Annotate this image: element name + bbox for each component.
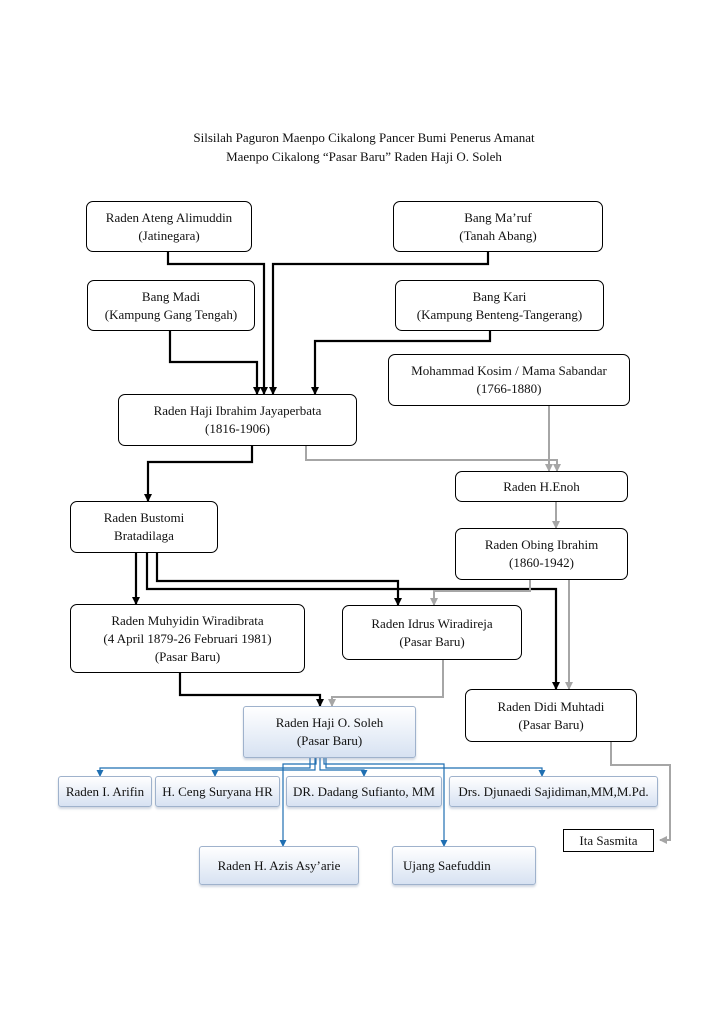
node-sub: (1816-1906) — [205, 421, 270, 436]
node-drs-djunaedi-sajidiman: Drs. Djunaedi Sajidiman,MM,M.Pd. — [449, 776, 658, 807]
node-name: Raden Didi Muhtadi — [497, 698, 605, 714]
line-soleh-arifin — [96, 758, 311, 777]
line-bustomi-didi — [145, 553, 560, 690]
node-sub: (Tanah Abang) — [459, 227, 537, 243]
node-name: Raden H. Azis Asy’arie — [217, 857, 341, 873]
node-ita-sasmita: Ita Sasmita — [563, 829, 654, 852]
node-sub: Bratadilaga — [114, 528, 174, 543]
line-maruf-ibrahim — [269, 252, 490, 395]
node-sub: (Pasar Baru) — [399, 633, 465, 649]
node-sub: (Jatinegara) — [138, 227, 200, 243]
node-raden-h-enoh: Raden H.Enoh — [455, 471, 628, 502]
node-mohammad-kosim: Mohammad Kosim / Mama Sabandar (1766-188… — [388, 354, 630, 406]
node-name: Raden I. Arifin — [65, 783, 145, 799]
node-raden-didi-muhtadi: Raden Didi Muhtadi (Pasar Baru) — [465, 689, 637, 742]
title-line-2: Maenpo Cikalong “Pasar Baru” Raden Haji … — [226, 149, 502, 164]
node-bang-madi: Bang Madi (Kampung Gang Tengah) — [87, 280, 255, 331]
node-raden-ateng-alimuddin: Raden Ateng Alimuddin (Jatinegara) — [86, 201, 252, 252]
line-soleh-ceng — [211, 758, 316, 777]
node-name: DR. Dadang Sufianto, MM — [293, 783, 435, 799]
title-line-1: Silsilah Paguron Maenpo Cikalong Pancer … — [193, 130, 535, 145]
node-raden-haji-ibrahim-jayaperbata: Raden Haji Ibrahim Jayaperbata (1816-190… — [118, 394, 357, 446]
line-idrus-soleh — [328, 660, 444, 707]
node-sub: (4 April 1879-26 Februari 1981) — [103, 630, 272, 646]
line-ibrahim-bustomi — [144, 446, 254, 502]
line-madi-ibrahim — [168, 331, 261, 395]
node-raden-haji-o-soleh: Raden Haji O. Soleh (Pasar Baru) — [243, 706, 416, 758]
line-bustomi-idrus — [155, 553, 402, 606]
node-raden-idrus-wiradireja: Raden Idrus Wiradireja (Pasar Baru) — [342, 605, 522, 660]
node-name: Raden H.Enoh — [503, 478, 580, 494]
node-name: Raden Muhyidin Wiradibrata — [111, 612, 264, 628]
line-soleh-dadang — [319, 758, 368, 777]
line-ateng-ibrahim — [166, 252, 268, 395]
line-obing-idrus — [430, 580, 531, 606]
node-name: Raden Haji Ibrahim Jayaperbata — [153, 403, 322, 418]
node-bang-maruf: Bang Ma’ruf (Tanah Abang) — [393, 201, 603, 252]
node-raden-muhyidin-wiradibrata: Raden Muhyidin Wiradibrata (4 April 1879… — [70, 604, 305, 673]
line-ibrahim-enoh — [305, 446, 561, 472]
node-sub: (Kampung Benteng-Tangerang) — [416, 306, 583, 322]
line-muhyidin-soleh — [178, 673, 324, 707]
node-sub: (Kampung Gang Tengah) — [104, 306, 238, 322]
node-name: Drs. Djunaedi Sajidiman,MM,M.Pd. — [458, 783, 649, 799]
node-name: Bang Kari — [472, 288, 527, 304]
node-raden-h-azis-asyarie: Raden H. Azis Asy’arie — [199, 846, 359, 885]
node-name: Raden Idrus Wiradireja — [371, 615, 493, 631]
node-name: Raden Obing Ibrahim — [484, 537, 599, 552]
node-h-ceng-suryana-hr: H. Ceng Suryana HR — [155, 776, 280, 807]
node-name: Bang Madi — [141, 288, 201, 304]
line-soleh-ujang — [323, 758, 448, 847]
node-ujang-saefuddin: Ujang Saefuddin — [392, 846, 536, 885]
node-dr-dadang-sufianto: DR. Dadang Sufianto, MM — [286, 776, 442, 807]
node-sub: (1860-1942) — [509, 555, 574, 570]
line-soleh-azis — [279, 758, 317, 847]
node-name: Ujang Saefuddin — [403, 857, 491, 873]
node-name: Bang Ma’ruf — [464, 209, 532, 225]
node-name: Raden Bustomi — [103, 510, 185, 525]
line-soleh-djunaedi — [325, 758, 546, 777]
node-raden-i-arifin: Raden I. Arifin — [58, 776, 152, 807]
node-raden-bustomi-bratadilaga: Raden Bustomi Bratadilaga — [70, 501, 218, 553]
node-raden-obing-ibrahim: Raden Obing Ibrahim (1860-1942) — [455, 528, 628, 580]
line-kari-ibrahim — [311, 331, 492, 395]
node-name: Ita Sasmita — [579, 832, 638, 848]
diagram-title: Silsilah Paguron Maenpo Cikalong Pancer … — [0, 128, 728, 166]
node-sub: (1766-1880) — [476, 381, 542, 396]
node-bang-kari: Bang Kari (Kampung Benteng-Tangerang) — [395, 280, 604, 331]
line-didi-ita — [610, 742, 671, 844]
node-name: Raden Haji O. Soleh — [275, 715, 384, 730]
node-sub-2: (Pasar Baru) — [154, 648, 221, 664]
node-name: H. Ceng Suryana HR — [162, 783, 273, 799]
node-name: Mohammad Kosim / Mama Sabandar — [411, 363, 607, 378]
node-sub: (Pasar Baru) — [296, 733, 363, 748]
node-name: Raden Ateng Alimuddin — [105, 209, 233, 225]
node-sub: (Pasar Baru) — [518, 716, 584, 732]
